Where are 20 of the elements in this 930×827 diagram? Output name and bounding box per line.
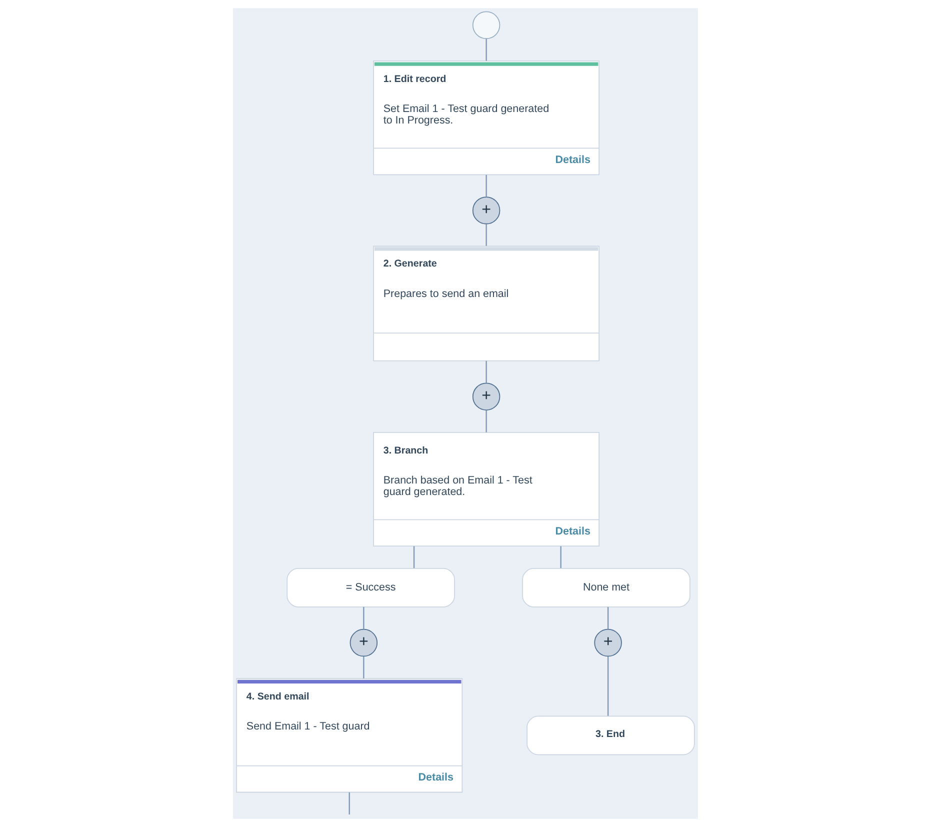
connector — [485, 410, 486, 432]
connector — [485, 174, 486, 197]
node-box: = Success — [286, 568, 454, 608]
connector — [485, 38, 486, 61]
connector — [485, 360, 486, 384]
connector — [606, 656, 608, 716]
node-box: 3. End — [526, 716, 694, 756]
connector — [362, 606, 364, 630]
node-circle: + — [349, 628, 378, 657]
connector — [606, 606, 608, 630]
node-box: None met — [522, 568, 690, 608]
connector — [362, 656, 364, 678]
connector — [560, 546, 561, 568]
connector — [412, 546, 414, 568]
node-circle: + — [472, 196, 500, 224]
node-circle: + — [594, 628, 622, 657]
node-circle — [472, 11, 500, 40]
connector — [485, 224, 486, 246]
node-circle: + — [472, 382, 500, 410]
connector — [348, 792, 350, 814]
